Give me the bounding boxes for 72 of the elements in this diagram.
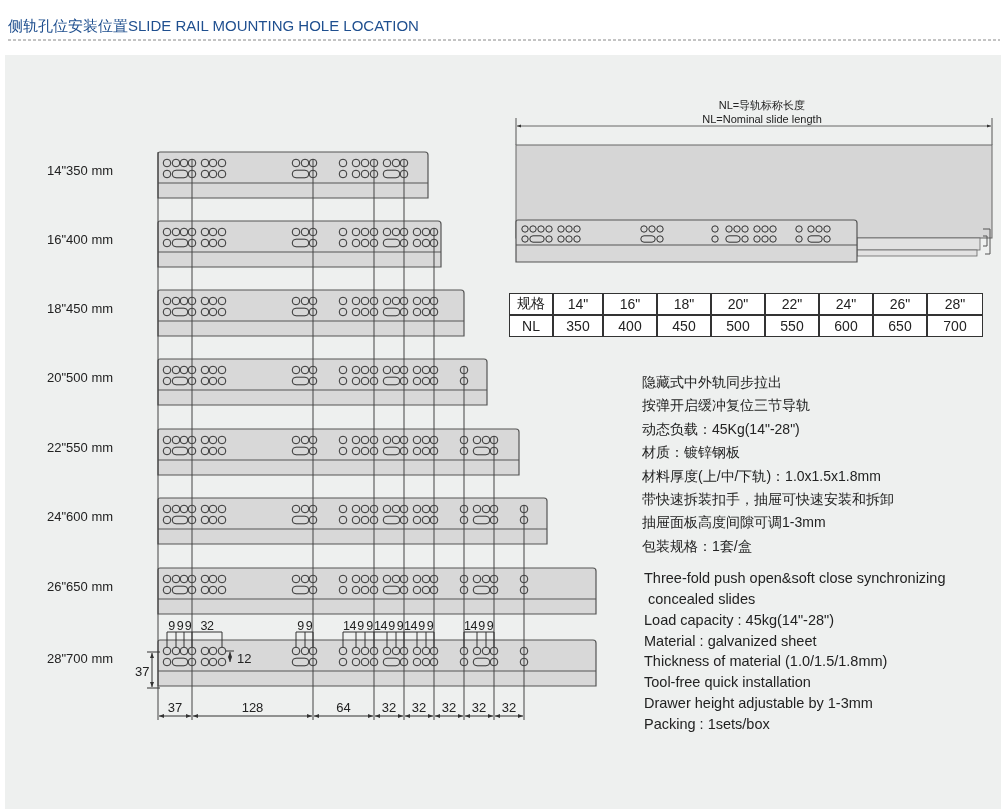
dimension-label: 37 <box>167 700 183 714</box>
table-cell: 500 <box>711 315 765 337</box>
dimension-label: 14 <box>404 619 417 633</box>
size-label: 20"500 mm <box>47 370 114 384</box>
table-cell: 16" <box>603 293 657 315</box>
dimension-label: 32 <box>381 700 397 714</box>
dimension-label: NL=Nominal slide length <box>702 113 822 125</box>
dimension-label: 9 <box>426 619 434 633</box>
dimension-label: 9 <box>184 619 192 633</box>
size-label: 18"450 mm <box>47 301 114 315</box>
spec-text: 按弹开启缓冲复位三节导轨 <box>642 398 810 413</box>
table-cell: 26" <box>873 293 927 315</box>
size-label: 26"650 mm <box>47 579 114 593</box>
table-cell: 450 <box>657 315 711 337</box>
size-label: 24"600 mm <box>47 509 114 523</box>
size-label: 16"400 mm <box>47 232 114 246</box>
dimension-label: 9 <box>168 619 175 633</box>
table-cell: 650 <box>873 315 927 337</box>
dimension-label: 9 <box>388 619 395 633</box>
dimension-label: 9 <box>297 619 304 633</box>
dimension-label: NL=导轨标称长度 <box>718 99 806 111</box>
dimension-label: 32 <box>501 700 517 714</box>
spec-text: 带快速拆装扣手，抽屉可快速安装和拆卸 <box>642 492 894 506</box>
spec-text: Tool-free quick installation <box>644 674 811 690</box>
spec-text: 动态负载：45Kg(14"-28") <box>642 421 800 436</box>
spec-text: 材质：镀锌钢板 <box>642 445 740 460</box>
spec-text: Three-fold push open&soft close synchronizing concealed slides <box>644 569 947 609</box>
table-cell: 28" <box>927 293 983 315</box>
table-cell: 18" <box>657 293 711 315</box>
dimension-label: 14 <box>374 619 387 633</box>
dimension-label: 14 <box>464 619 477 633</box>
table-cell: 400 <box>603 315 657 337</box>
dimension-label: 14 <box>343 619 356 633</box>
table-cell: 规格 <box>509 293 553 315</box>
title: 侧轨孔位安装位置SLIDE RAIL MOUNTING HOLE LOCATION <box>8 17 419 33</box>
size-label: 22"550 mm <box>47 440 114 454</box>
dimension-label: 9 <box>418 619 425 633</box>
dimension-label: 9 <box>478 619 485 633</box>
table-cell: 700 <box>927 315 983 337</box>
spec-text: Load capacity : 45kg(14"-28") <box>644 612 835 628</box>
dimension-label: 9 <box>396 619 404 633</box>
table-cell: 350 <box>553 315 603 337</box>
spec-text: Thickness of material (1.0/1.5/1.8mm) <box>644 654 888 669</box>
dimension-label: 12 <box>237 651 252 665</box>
dimension-label: 32 <box>471 700 487 714</box>
spec-text: 包装规格：1套/盒 <box>642 538 752 553</box>
size-label: 14"350 mm <box>47 163 114 177</box>
dimension-label: 9 <box>486 619 494 633</box>
table-cell: NL <box>509 315 553 337</box>
dimension-label: 64 <box>336 700 351 714</box>
table-cell: 20" <box>711 293 765 315</box>
dimension-label: 128 <box>241 700 264 714</box>
spec-text: 隐藏式中外轨同步拉出 <box>642 375 782 389</box>
dimension-label: 9 <box>176 619 184 633</box>
table-cell: 600 <box>819 315 873 337</box>
spec-text: 材料厚度(上/中/下轨)：1.0x1.5x1.8mm <box>642 468 881 483</box>
dimension-label: 9 <box>357 619 364 633</box>
table-cell: 22" <box>765 293 819 315</box>
dimension-label: 37 <box>135 664 150 678</box>
dimension-label: 9 <box>305 619 313 633</box>
spec-text: Drawer height adjustable by 1-3mm <box>644 695 873 711</box>
dimension-label: 32 <box>411 700 427 714</box>
dimension-label: 9 <box>366 619 373 633</box>
table-cell: 550 <box>765 315 819 337</box>
spec-text: Packing : 1sets/box <box>644 716 770 732</box>
dimension-label: 32 <box>200 619 214 633</box>
spec-text: Material : galvanized sheet <box>644 633 817 648</box>
table-cell: 14" <box>553 293 603 315</box>
spec-text: 抽屉面板高度间隙可调1-3mm <box>642 515 826 530</box>
size-label: 28"700 mm <box>47 651 114 665</box>
table-cell: 24" <box>819 293 873 315</box>
dimension-label: 32 <box>441 700 457 714</box>
